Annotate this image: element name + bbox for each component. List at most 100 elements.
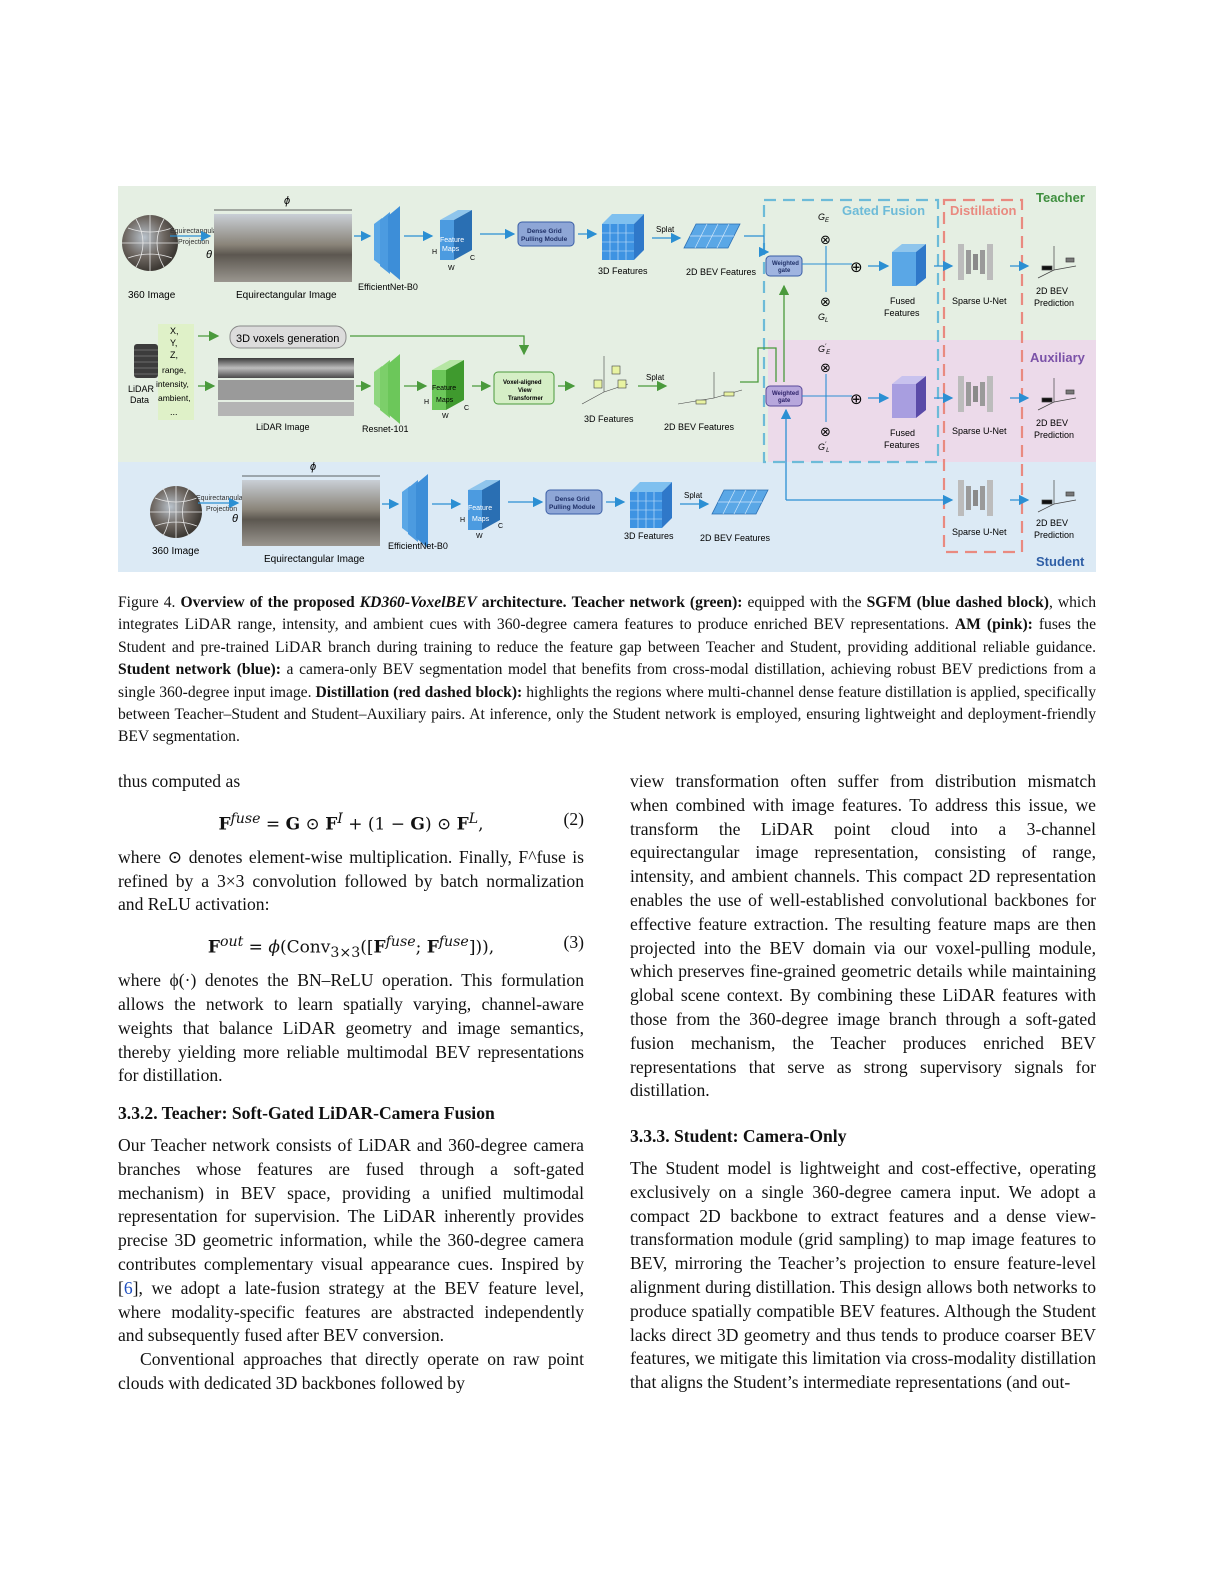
svg-text:Z,: Z,: [170, 350, 178, 360]
teacher-dim-c: C: [470, 255, 475, 262]
svg-text:Maps: Maps: [472, 516, 490, 523]
gated-fusion-title: Gated Fusion: [842, 203, 925, 218]
teacher-fused-features: [892, 244, 926, 286]
student-bev-features-label: 2D BEV Features: [700, 533, 771, 543]
teacher-feature-maps-label: Feature: [440, 237, 464, 244]
svg-text:⊗: ⊗: [820, 424, 831, 439]
lidar-image-label: LiDAR Image: [256, 422, 310, 432]
paragraph: thus computed as: [118, 771, 241, 791]
svg-text:Equirectangular: Equirectangular: [196, 495, 246, 502]
svg-text:Prediction: Prediction: [1034, 298, 1074, 308]
svg-text:H: H: [460, 517, 465, 524]
lidar-channels-box: [158, 324, 194, 420]
svg-text:gate: gate: [778, 398, 791, 404]
svg-text:Prediction: Prediction: [1034, 530, 1074, 540]
teacher-oplus: ⊕: [850, 259, 863, 276]
gated-fusion-block: [762, 198, 940, 464]
teacher-equirect-label: Equirectangular Image: [236, 290, 337, 301]
svg-text:Voxel-aligned: Voxel-aligned: [503, 380, 542, 386]
model-name: KD360-VoxelBEV: [359, 594, 477, 611]
teacher-otimes-l: ⊗: [820, 294, 831, 309]
am-label: AM (pink):: [954, 616, 1033, 634]
svg-text:Pulling Module: Pulling Module: [521, 236, 568, 243]
teacher-3d-features: [602, 214, 644, 260]
teacher-3d-features-label: 3D Features: [598, 266, 648, 276]
teacher-360-image: [122, 215, 178, 271]
student-bev-prediction: [1037, 480, 1077, 513]
figure-caption: Figure 4. Overview of the proposed KD360…: [118, 594, 1097, 746]
citation-link[interactable]: 6: [123, 1277, 133, 1298]
svg-text:Splat: Splat: [684, 491, 703, 500]
svg-text:gate: gate: [778, 268, 791, 274]
svg-text:Sparse U-Net: Sparse U-Net: [952, 426, 1007, 436]
svg-text:⊗: ⊗: [820, 360, 831, 375]
distillation-title: Distillation: [950, 203, 1017, 218]
svg-text:Weighted: Weighted: [772, 391, 799, 397]
teacher-360-image-label: 360 Image: [128, 290, 176, 301]
student-equirect-image: [242, 480, 380, 546]
teacher-phi: ϕ: [284, 195, 290, 207]
paragraph: where ϕ(·) denotes the BN–ReLU operation…: [118, 970, 584, 1086]
svg-text:Data: Data: [130, 395, 149, 405]
paragraph: Conventional approaches that directly op…: [118, 1349, 584, 1393]
teacher-dim-h: H: [432, 249, 437, 256]
teacher-equirect-image: [214, 214, 352, 282]
student-bev-features: [711, 489, 769, 515]
svg-text:ambient,: ambient,: [158, 393, 191, 403]
equation-number: (2): [563, 808, 584, 829]
teacher-weighted-gate: [765, 255, 803, 277]
teacher-label: Teacher network (green):: [571, 594, 743, 611]
svg-text:2D BEV: 2D BEV: [1036, 418, 1068, 428]
lidar-data-label: LiDAR: [128, 384, 155, 394]
student-dense-grid-module: [545, 489, 603, 515]
aux-bev-prediction: [1037, 378, 1077, 411]
figure-number: Figure 4.: [118, 594, 176, 611]
svg-text:Y,: Y,: [170, 338, 177, 348]
svg-text:Features: Features: [884, 440, 920, 450]
teacher-feature-maps: [440, 210, 472, 260]
svg-text:Fused: Fused: [890, 428, 915, 438]
teacher-bev-features-label: 2D BEV Features: [686, 267, 757, 277]
architecture-figure: Gated Fusion Distillation Teacher Auxili…: [118, 186, 1096, 572]
student-efficientnet: [402, 474, 428, 548]
distillation-block: [942, 198, 1024, 554]
teacher-dim-w: W: [448, 265, 455, 272]
svg-text:Dense Grid: Dense Grid: [527, 228, 562, 235]
student-efficientnet-label: EfficientNet-B0: [388, 541, 448, 551]
svg-text:Splat: Splat: [646, 373, 665, 382]
teacher-bev-prediction-label: 2D BEV: [1036, 286, 1068, 296]
svg-text:intensity,: intensity,: [156, 379, 189, 389]
teacher-g-l: GL: [818, 312, 828, 324]
aux-sparse-unet: [958, 376, 993, 412]
svg-text:Projection: Projection: [178, 239, 209, 246]
svg-text:Sparse U-Net: Sparse U-Net: [952, 527, 1007, 537]
student-360-image-label: 360 Image: [152, 546, 200, 557]
right-column: view transformation often suffer from di…: [630, 770, 1096, 1395]
lidar-bev-features-label: 2D BEV Features: [664, 422, 735, 432]
paragraph: where ⊙ denotes element-wise multiplicat…: [118, 846, 584, 915]
svg-text:range,: range,: [162, 365, 186, 375]
voxel-view-transformer: [493, 371, 555, 405]
teacher-efficientnet: [374, 206, 400, 280]
teacher-efficientnet-label: EfficientNet-B0: [358, 282, 418, 292]
svg-text:X,: X,: [170, 326, 179, 336]
paragraph: view transformation often suffer from di…: [630, 771, 1096, 1101]
resnet-backbone: [374, 354, 400, 424]
auxiliary-background: [768, 340, 1096, 462]
svg-text:Prediction: Prediction: [1034, 430, 1074, 440]
teacher-otimes-e: ⊗: [820, 232, 831, 247]
lidar-3d-features: [581, 356, 629, 405]
svg-text:W: W: [442, 413, 449, 420]
svg-text:Maps: Maps: [436, 397, 454, 404]
student-sparse-unet: [958, 480, 993, 516]
auxiliary-title: Auxiliary: [1030, 350, 1086, 365]
svg-text:3D voxels generation: 3D voxels generation: [236, 333, 339, 345]
svg-text:Feature: Feature: [468, 505, 492, 512]
svg-text:Weighted: Weighted: [772, 261, 799, 267]
student-theta: θ: [232, 513, 238, 525]
svg-text:Transformer: Transformer: [508, 396, 544, 402]
student-360-image: [150, 486, 202, 538]
teacher-fused-label: Fused: [890, 296, 915, 306]
svg-text:Features: Features: [884, 308, 920, 318]
teacher-sparse-unet-label: Sparse U-Net: [952, 296, 1007, 306]
